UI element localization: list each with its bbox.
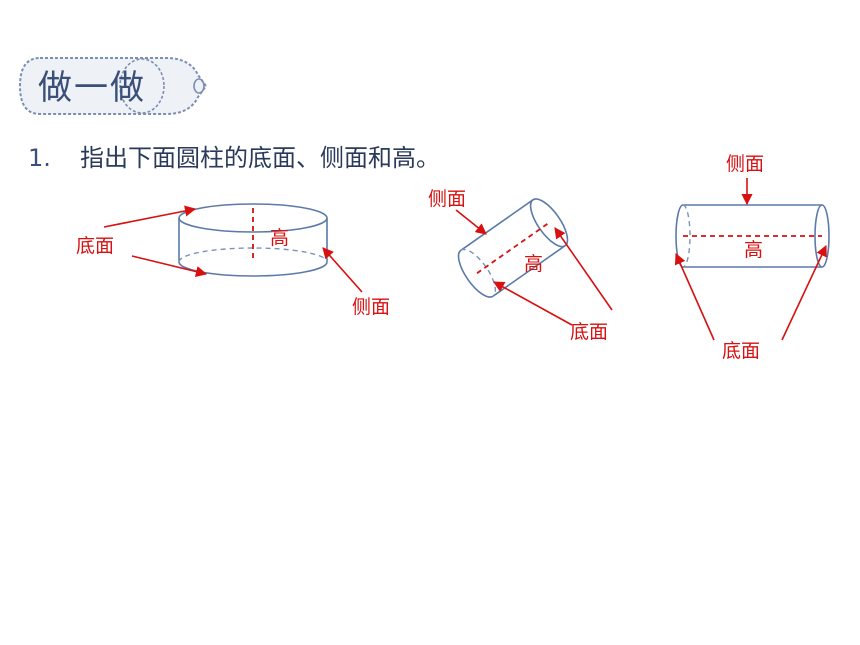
cylinder-1 bbox=[178, 203, 328, 277]
cylinder-2-side-arrow bbox=[455, 209, 487, 235]
cylinder-3-base-arrow-left bbox=[674, 252, 715, 341]
cylinder-3-base-label: 底面 bbox=[722, 340, 760, 362]
cylinder-1-height-label: 高 bbox=[270, 227, 289, 249]
cylinder-1-side-label: 侧面 bbox=[352, 296, 390, 318]
cylinder-2-base-arrow-right bbox=[554, 227, 613, 311]
cylinder-2-height-line bbox=[476, 222, 550, 274]
section-badge: 做一做 bbox=[18, 57, 208, 115]
cylinder-2-base-label: 底面 bbox=[570, 321, 608, 343]
cylinder-2-side-label: 侧面 bbox=[428, 188, 466, 210]
cylinder-1-base-arrow-top bbox=[103, 205, 197, 228]
cylinder-1-base-label: 底面 bbox=[76, 235, 114, 257]
cylinder-2-height-label: 高 bbox=[524, 253, 543, 275]
cylinder-1-side-arrow bbox=[322, 247, 363, 293]
question-line: 1. 指出下面圆柱的底面、侧面和高。 bbox=[28, 138, 440, 173]
cylinder-2 bbox=[457, 198, 569, 298]
cylinder-2-base-arrow-left bbox=[493, 281, 573, 326]
question-text: 指出下面圆柱的底面、侧面和高。 bbox=[80, 144, 440, 172]
cylinder-1-base-arrow-bottom bbox=[131, 255, 208, 278]
badge-label: 做一做 bbox=[38, 68, 146, 108]
cylinder-3-side-label: 侧面 bbox=[726, 153, 764, 175]
cylinder-3-height-label: 高 bbox=[744, 239, 763, 261]
question-number: 1. bbox=[28, 144, 51, 172]
cylinder-3-base-arrow-right bbox=[781, 244, 827, 341]
